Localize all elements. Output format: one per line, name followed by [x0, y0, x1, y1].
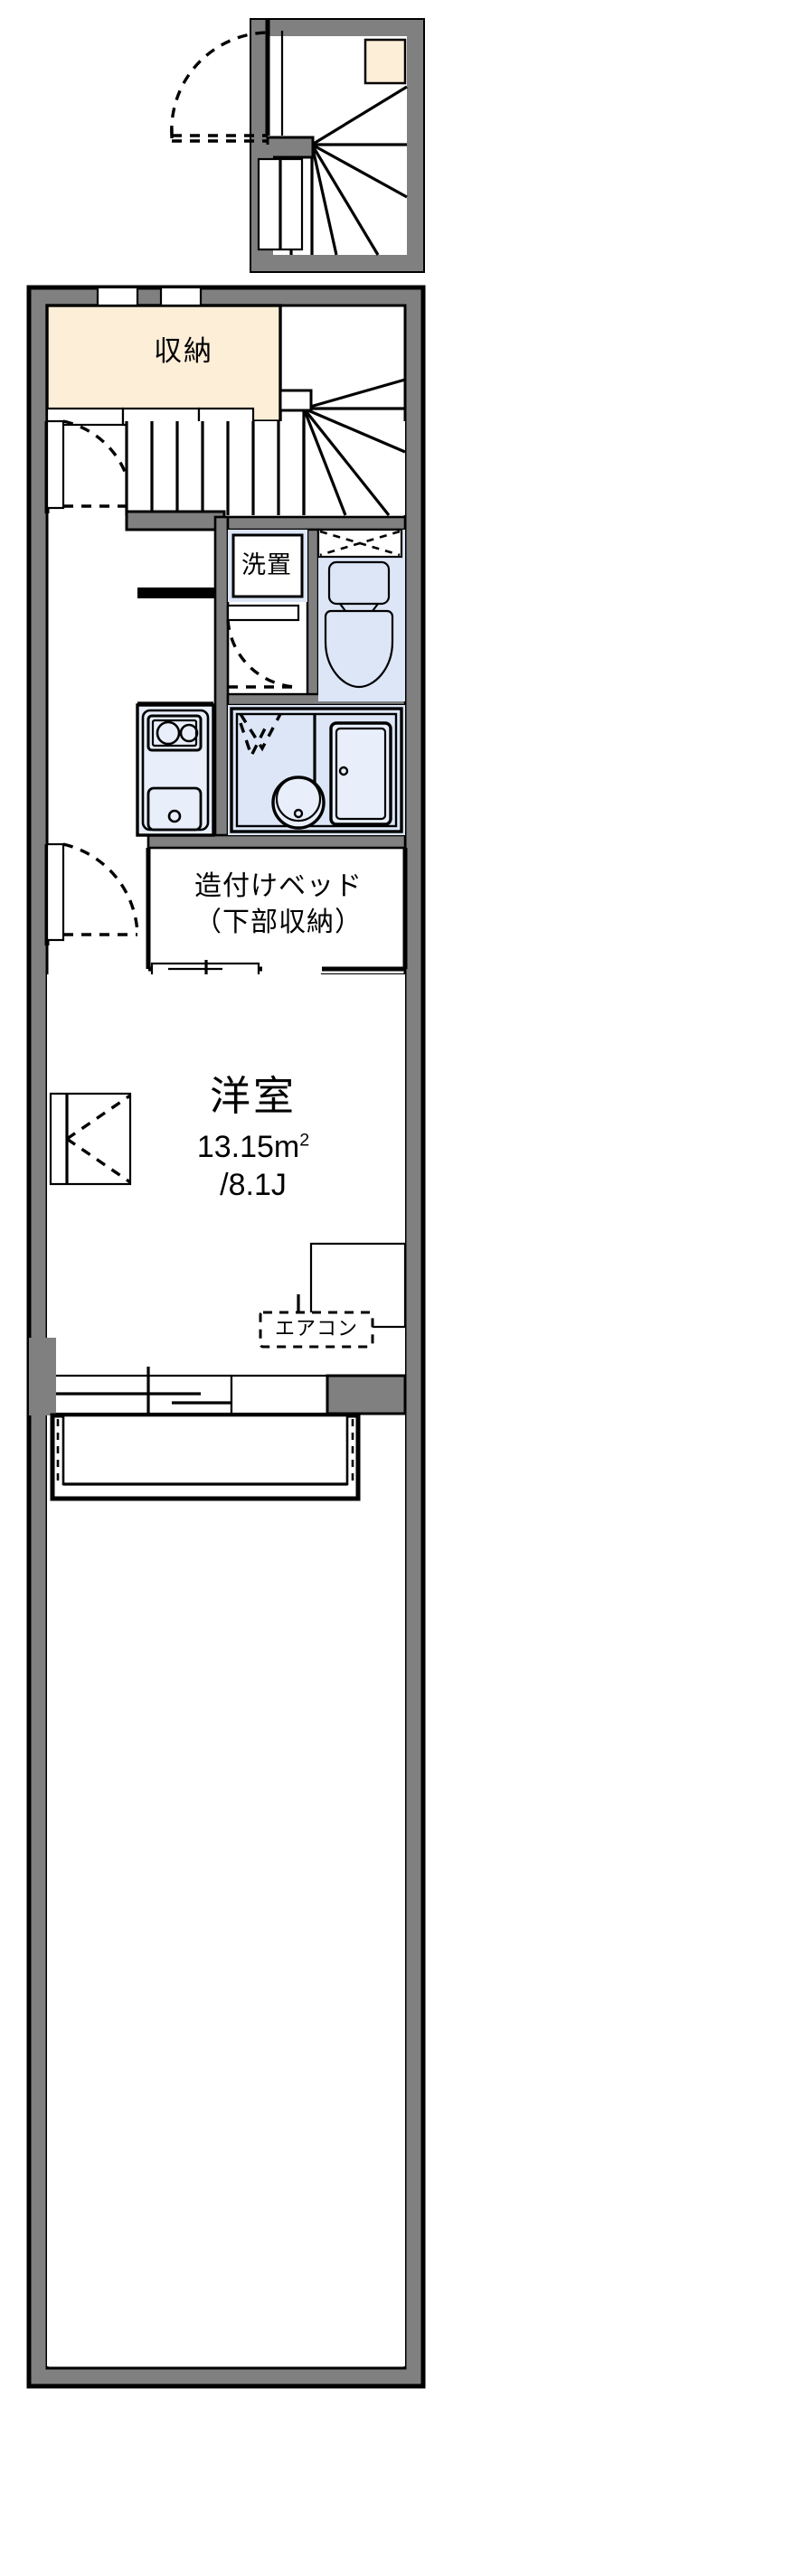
- room-name-label: 洋室: [209, 1073, 297, 1119]
- sliding-door-panel-right: [230, 1374, 329, 1415]
- bathroom: [228, 705, 405, 835]
- bedroom-door-leaf: [45, 842, 65, 942]
- built-in-bed-area: [146, 848, 408, 982]
- sink-drain: [167, 809, 182, 823]
- balcony-area: [29, 1338, 407, 1501]
- wet-area-walls: [137, 515, 407, 850]
- toilet-door-leaf: [226, 604, 300, 622]
- balcony-right-wall-outline: [326, 1374, 407, 1415]
- upper-top-wall: [266, 20, 423, 38]
- closet-area: [45, 286, 282, 427]
- bathtub-inner: [335, 727, 387, 821]
- air-conditioner-box: [259, 1311, 374, 1349]
- wall-wet-top-outline: [226, 515, 407, 531]
- burner-right-icon: [179, 723, 199, 743]
- stair-bottom-wall-outline: [125, 510, 226, 531]
- upper-right-wall: [407, 20, 423, 271]
- washer-machine-outline: [231, 533, 304, 598]
- bedroom-area: [47, 974, 407, 2366]
- room-area-label: 13.15m2: [136, 1130, 371, 1164]
- bath-door-swing: [239, 713, 282, 752]
- toilet-room: [316, 528, 405, 701]
- kitchen-door-swing: [239, 722, 269, 760]
- bedroom-floor: [47, 974, 405, 2366]
- upper-bottom-wall: [251, 255, 423, 271]
- stair-floor: [127, 421, 405, 515]
- balcony-inner: [61, 1414, 349, 1486]
- built-in-bed-label-line2: （下部収納）: [194, 907, 363, 937]
- bathtub: [329, 721, 392, 826]
- left-closet-swing-lower: [66, 1137, 131, 1184]
- washbasin-inner: [275, 776, 322, 823]
- entrance-door: [170, 20, 284, 143]
- burner-left-icon: [156, 720, 181, 746]
- wall-wet-bottom-outline: [146, 833, 407, 850]
- air-conditioner-label: エアコン: [274, 1317, 358, 1340]
- door-leaf-upper: [45, 419, 65, 510]
- wall-washer-toilet-outline: [306, 528, 320, 703]
- wall-stub-left: [137, 588, 215, 598]
- room-area-value: 13.15m: [196, 1130, 300, 1164]
- room-jo-label: /8.1J: [220, 1168, 287, 1202]
- window-top-2: [159, 286, 203, 307]
- bedroom-door: [44, 842, 139, 945]
- closet-label: 収納: [154, 335, 213, 367]
- air-conditioner-marker: [259, 1294, 374, 1349]
- toilet-door: [226, 604, 300, 689]
- room-area-superscript: 2: [299, 1130, 310, 1151]
- left-closet-box: [49, 1092, 132, 1186]
- toilet-tank: [327, 560, 391, 606]
- toilet-floor: [318, 530, 405, 701]
- bath-unit-inner: [235, 712, 398, 828]
- upper-closet-box: [364, 38, 407, 85]
- balcony-left-wall: [29, 1338, 56, 1415]
- washer-space-label: 洗置: [241, 551, 292, 578]
- built-in-bed-label-line1: 造付けベッド: [194, 871, 363, 901]
- upper-stair-block: [170, 18, 425, 273]
- bathtub-drain: [338, 766, 349, 776]
- upper-stair-nib: [268, 137, 313, 157]
- closet-floor: [47, 306, 280, 421]
- kitchen: [136, 701, 269, 837]
- bath-unit-outline: [230, 707, 403, 833]
- left-closet-swing-upper: [66, 1094, 131, 1141]
- upper-lower-stair-run: [251, 145, 304, 271]
- washbasin-drain: [293, 808, 304, 819]
- hallway-door-upper: [44, 419, 134, 513]
- washer-space: [228, 530, 307, 602]
- toilet-bowl: [324, 609, 394, 689]
- stair-head-box: [279, 389, 313, 412]
- main-staircase: [125, 378, 406, 531]
- window-top-1: [96, 286, 139, 307]
- kitchen-sink: [146, 786, 203, 832]
